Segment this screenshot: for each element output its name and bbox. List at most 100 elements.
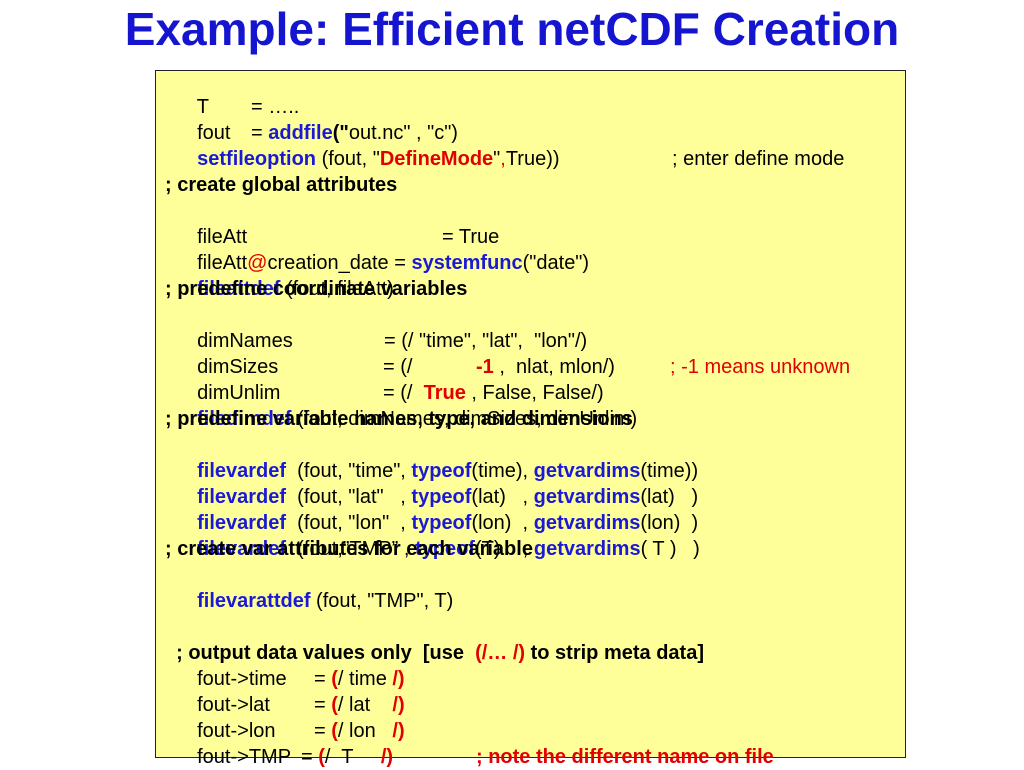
code-text: (fout, "TMP", T) bbox=[310, 590, 454, 612]
code-text: = True bbox=[442, 226, 500, 248]
code-text: T bbox=[196, 96, 209, 118]
highlight-text: True bbox=[423, 382, 466, 404]
section-comment: ; create global attributes bbox=[165, 174, 398, 196]
highlight-text: DefineMode bbox=[379, 148, 494, 170]
code-text: (fout, " bbox=[316, 148, 380, 170]
code-comment: ; enter define mode bbox=[672, 148, 845, 170]
code-text: fout->TMP bbox=[197, 746, 292, 768]
code-text: out.nc" , "c") bbox=[348, 122, 458, 144]
function-keyword: getvardims bbox=[533, 538, 641, 560]
code-line-3: setfileoption (fout, "DefineMode",True))… bbox=[165, 120, 844, 172]
function-keyword: filevarattdef bbox=[197, 590, 311, 612]
code-line-21: fout->time= (/ time /) bbox=[165, 640, 404, 692]
code-text: fileAtt bbox=[197, 226, 248, 248]
code-text: (fout, fileAtt) bbox=[280, 278, 394, 300]
code-text: fout->time bbox=[197, 668, 287, 690]
slide-title: Example: Efficient netCDF Creation bbox=[124, 3, 900, 55]
section-comment: ; output data values only [use (/… /) to… bbox=[165, 614, 704, 666]
function-keyword: getvardims bbox=[533, 512, 641, 534]
code-text: dimUnlim bbox=[197, 382, 281, 404]
code-text: ; output data values only [use bbox=[176, 642, 476, 664]
code-text: (time)) bbox=[640, 460, 699, 482]
function-keyword: typeof bbox=[411, 460, 472, 482]
highlight-text: (/… /) bbox=[475, 642, 526, 664]
code-line-9: dimNames= (/ "time", "lat", "lon"/) bbox=[165, 302, 587, 354]
highlight-text: -1 bbox=[476, 356, 494, 378]
highlight-text: /) bbox=[392, 694, 405, 716]
highlight-text: /) bbox=[392, 668, 405, 690]
code-text: = ….. bbox=[251, 96, 300, 118]
code-line-23: fout->lon = (/ lon /) bbox=[165, 692, 405, 744]
code-text: = (/ "time", "lat", "lon"/) bbox=[384, 330, 588, 352]
code-text: (fout, dimNames, dimSizes, dimUnlim) bbox=[291, 408, 638, 430]
code-text: (lon) ) bbox=[640, 512, 699, 534]
code-comment: ; note the different name on file bbox=[476, 746, 774, 768]
code-text: = bbox=[314, 668, 332, 690]
code-text: = (/ bbox=[383, 356, 413, 378]
function-keyword: fileattdef bbox=[197, 278, 281, 300]
function-keyword: getvardims bbox=[533, 486, 641, 508]
code-text: True)) bbox=[505, 148, 560, 170]
code-text: fout->lon bbox=[197, 720, 276, 742]
code-line-11: dimUnlim = (/ True , False, False/) bbox=[165, 354, 604, 406]
code-text: fout->lat bbox=[197, 694, 270, 716]
code-text: ( T ) ) bbox=[640, 538, 700, 560]
code-line-15: filevardef (fout, "lat" , typeof(lat) , … bbox=[165, 458, 698, 510]
function-keyword: systemfunc bbox=[411, 252, 523, 274]
code-text: (lat) , bbox=[471, 486, 534, 508]
code-line-10: dimSizes = (/ -1 , nlat, mlon/) ; -1 means … bbox=[165, 328, 850, 380]
code-text: (lon) , bbox=[471, 512, 534, 534]
code-line-6: fileAtt@creation_date = systemfunc("date… bbox=[165, 224, 589, 276]
function-keyword: filevardef bbox=[197, 512, 287, 534]
code-line-19: filevarattdef (fout, "TMP", T) bbox=[165, 562, 453, 614]
code-text: / lon bbox=[337, 720, 393, 742]
code-line-24: fout->TMP = ( / T /) ; note the different n… bbox=[165, 718, 774, 770]
code-box bbox=[155, 70, 906, 758]
code-comment: ; -1 means unknown bbox=[670, 356, 851, 378]
code-text: (fout,”TMP” , bbox=[286, 538, 415, 560]
code-line-14: filevardef (fout, "time", typeof(time), … bbox=[165, 432, 698, 484]
code-text: , False, False/) bbox=[465, 382, 604, 404]
section-comment: ; create var attributes for each variabl… bbox=[165, 538, 533, 560]
highlight-text: , bbox=[500, 148, 506, 170]
code-line-1: T = ….. bbox=[165, 68, 300, 120]
code-text: / lat bbox=[337, 694, 393, 716]
code-text: (time), bbox=[471, 460, 534, 482]
function-keyword: setfileoption bbox=[197, 148, 317, 170]
code-text: = bbox=[251, 122, 269, 144]
function-keyword: filedimdef bbox=[197, 408, 292, 430]
code-text: fout bbox=[197, 122, 231, 144]
code-text: dimSizes bbox=[197, 356, 279, 378]
code-text: (fout, "lat" , bbox=[286, 486, 412, 508]
code-text: fileAtt bbox=[197, 252, 248, 274]
function-keyword: addfile bbox=[268, 122, 333, 144]
code-text: , nlat, mlon/) bbox=[493, 356, 615, 378]
code-text: to strip meta data] bbox=[525, 642, 704, 664]
code-text: = (/ bbox=[383, 382, 424, 404]
code-text: " bbox=[493, 148, 501, 170]
code-text: = bbox=[314, 720, 332, 742]
highlight-text: @ bbox=[247, 252, 268, 274]
code-line-16: filevardef (fout, "lon" , typeof(lon) , … bbox=[165, 484, 698, 536]
function-keyword: getvardims bbox=[533, 460, 641, 482]
code-text: = bbox=[314, 694, 332, 716]
highlight-text: /) bbox=[392, 720, 405, 742]
code-text: / time bbox=[337, 668, 393, 690]
function-keyword: filevardef bbox=[197, 486, 287, 508]
code-line-7: fileattdef (fout, fileAtt) bbox=[165, 250, 394, 302]
function-keyword: filevardef bbox=[197, 460, 287, 482]
code-line-12: filedimdef (fout, dimNames, dimSizes, di… bbox=[165, 380, 637, 432]
code-text: / T bbox=[324, 746, 381, 768]
code-line-5: fileAtt = True bbox=[165, 198, 499, 250]
code-text: (T) , bbox=[474, 538, 534, 560]
code-text: = bbox=[301, 746, 319, 768]
code-line-17: filevardef (fout,”TMP” , typeof(T) , get… bbox=[165, 510, 700, 562]
function-keyword: typeof bbox=[414, 538, 475, 560]
code-text: (fout, "lon" , bbox=[286, 512, 412, 534]
code-text: (" bbox=[332, 122, 349, 144]
function-keyword: typeof bbox=[411, 486, 472, 508]
code-text: creation_date = bbox=[267, 252, 412, 274]
highlight-text: ( bbox=[331, 720, 338, 742]
highlight-text: /) bbox=[380, 746, 394, 768]
code-text: (fout, "time", bbox=[286, 460, 412, 482]
